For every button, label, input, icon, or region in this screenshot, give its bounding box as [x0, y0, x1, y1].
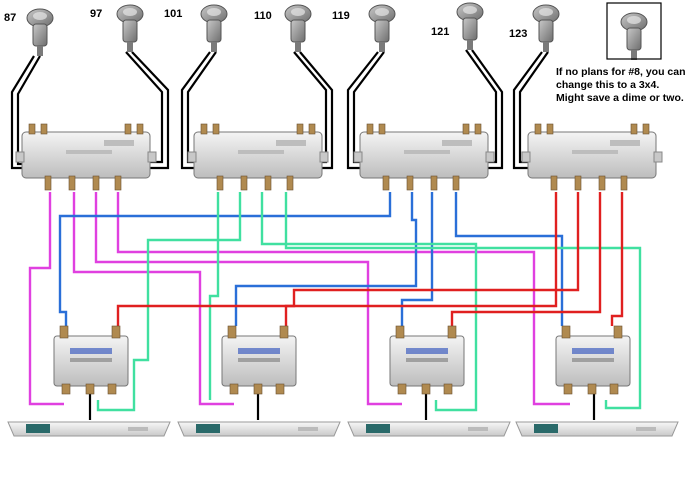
coax-cable [116, 192, 570, 406]
dish-label-123: 123 [509, 28, 528, 40]
coax-cable [234, 192, 418, 326]
lnb-icon [456, 2, 484, 50]
coax-cable [116, 192, 558, 326]
diplexer [53, 325, 129, 395]
lnb-icon [26, 8, 54, 56]
coax-cable [72, 192, 234, 406]
lnb-icon [200, 4, 228, 52]
coax-cable [28, 192, 64, 406]
lnb-icon [532, 4, 560, 52]
lnb-cable [471, 49, 504, 170]
dish-label-97: 97 [90, 8, 103, 20]
coax-cable [450, 192, 602, 326]
lnb-cable [299, 51, 334, 170]
coax-cable [96, 192, 242, 412]
diplexer [389, 325, 465, 395]
dish-label-87: 87 [4, 12, 17, 24]
receiver [347, 421, 511, 437]
receiver [515, 421, 679, 437]
optional-dish-box [606, 2, 662, 60]
coax-cable [58, 192, 392, 326]
lnb-cable [346, 51, 379, 170]
lnb-cable [10, 55, 35, 170]
lnb-cable [16, 55, 41, 166]
dish-label-119: 119 [332, 10, 350, 22]
multiswitch [187, 123, 329, 191]
coax-cable [454, 192, 564, 326]
multiswitch [353, 123, 495, 191]
lnb-icon [116, 4, 144, 52]
switch-to-diplexer-cables [28, 192, 642, 412]
note-line: Might save a dime or two. [556, 92, 684, 104]
receiver [177, 421, 341, 437]
receiver [7, 421, 171, 437]
dish-label-110: 110 [254, 10, 272, 22]
diplexer [221, 325, 297, 395]
diplexer [555, 325, 631, 395]
coax-cable [610, 192, 624, 326]
dish-label-101: 101 [164, 8, 183, 20]
lnb-cable [131, 51, 170, 170]
annotation-note: If no plans for #8, you can change this … [556, 66, 686, 105]
note-line: If no plans for #8, you can [556, 66, 686, 78]
coax-cable [94, 192, 402, 406]
multiswitch [15, 123, 157, 191]
lnb-icon [368, 4, 396, 52]
lnb-cable [180, 51, 211, 170]
coax-cable [260, 192, 478, 412]
note-line: change this to a 3x4. [556, 79, 660, 91]
diplexer-to-receiver-cables [88, 392, 596, 420]
coax-cable [400, 192, 434, 326]
dish-label-121: 121 [431, 26, 450, 38]
lnb-icon [284, 4, 312, 52]
lnb-cable [512, 51, 543, 170]
coax-cable [208, 192, 220, 400]
multiswitch [521, 123, 663, 191]
lnb-icon [620, 12, 648, 60]
coax-cable [284, 192, 642, 410]
coax-cable [284, 192, 580, 326]
